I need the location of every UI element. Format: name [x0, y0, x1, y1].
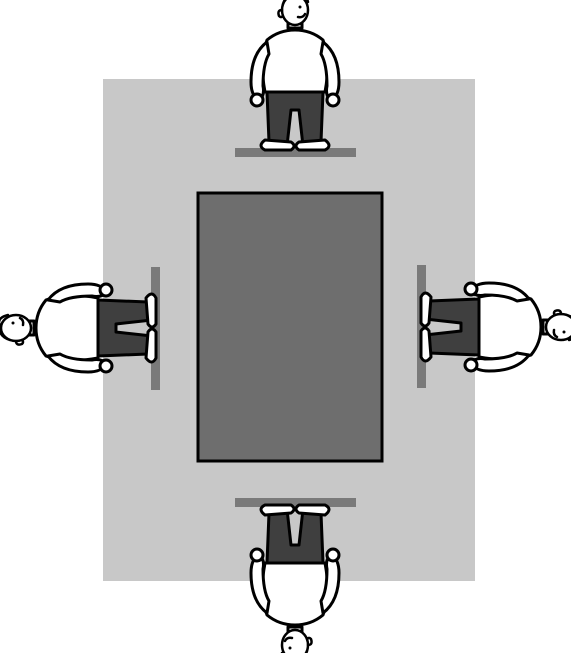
floor-mark-top	[235, 148, 356, 157]
table	[196, 191, 384, 463]
floor-mark-bottom	[235, 498, 356, 507]
floor-mark-right	[417, 265, 426, 388]
floor-mark-left	[151, 267, 160, 390]
